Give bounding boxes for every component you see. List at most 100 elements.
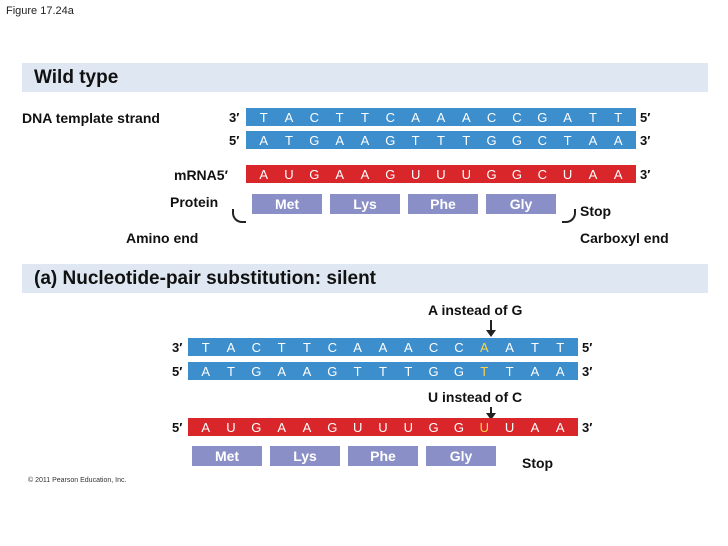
- nucleotide: U: [403, 419, 413, 435]
- nucleotide: T: [530, 339, 539, 355]
- rna-mutation-arrow: [490, 407, 492, 415]
- nucleotide: C: [309, 109, 320, 125]
- nucleotide: A: [335, 166, 344, 182]
- dna-mutation-note: A instead of G: [428, 302, 523, 318]
- copyright: © 2011 Pearson Education, Inc.: [28, 477, 127, 484]
- nucleotide: A: [530, 363, 540, 379]
- nucleotide: U: [436, 166, 446, 182]
- nucleotide: G: [428, 419, 439, 435]
- nucleotide: G: [251, 363, 262, 379]
- wt-amino-acid-met: Met: [252, 194, 322, 214]
- mut-stop-label: Stop: [522, 455, 554, 471]
- nucleotide: G: [486, 132, 497, 148]
- wt-template-left-end: 3′: [229, 110, 240, 125]
- wt-amino-acid-phe: Phe: [408, 194, 478, 214]
- nucleotide: T: [259, 109, 268, 125]
- wt-coding-left-end: 5′: [229, 133, 240, 148]
- nucleotide: G: [327, 363, 338, 379]
- nucleotide: G: [428, 363, 439, 379]
- nucleotide: T: [588, 109, 597, 125]
- nucleotide: T: [411, 132, 420, 148]
- nucleotide: A: [588, 166, 598, 182]
- carboxyl-end-label: Carboxyl end: [580, 230, 669, 246]
- nucleotide: C: [537, 132, 547, 148]
- nucleotide: A: [461, 109, 471, 125]
- nucleotide: T: [303, 339, 311, 355]
- nucleotide: A: [353, 339, 362, 355]
- nucleotide: A: [479, 339, 489, 355]
- wild-type-banner: Wild type: [22, 63, 708, 92]
- mut-mrna-right-end: 3′: [582, 420, 593, 435]
- protein-label: Protein: [170, 194, 219, 210]
- nucleotide: G: [453, 419, 464, 435]
- nucleotide: A: [259, 132, 268, 148]
- mut-template-right-end: 5′: [582, 340, 593, 355]
- nucleotide: U: [461, 166, 471, 182]
- nucleotide: U: [378, 419, 388, 435]
- nucleotide: A: [555, 363, 565, 379]
- nucleotide: T: [378, 363, 387, 379]
- mrna-label: mRNA5′: [174, 167, 228, 183]
- nucleotide: T: [404, 363, 413, 379]
- rna-mutation-note: U instead of C: [428, 389, 523, 405]
- mut-amino-acid-met: Met: [192, 446, 262, 466]
- mut-mrna-left-end: 5′: [172, 420, 183, 435]
- nucleotide: G: [251, 419, 262, 435]
- nucleotide: A: [411, 109, 420, 125]
- nucleotide: A: [555, 419, 565, 435]
- figure-label: Figure 17.24a: [6, 5, 74, 17]
- carboxyl-end-bracket: [562, 209, 576, 223]
- nucleotide: A: [403, 339, 413, 355]
- nucleotide: U: [352, 419, 363, 435]
- substitution-title: (a) Nucleotide-pair substitution: silent: [34, 268, 377, 289]
- nucleotide: T: [614, 109, 623, 125]
- wt-template-right-end: 5′: [640, 110, 651, 125]
- nucleotide: T: [285, 132, 293, 148]
- nucleotide: A: [360, 132, 370, 148]
- mrna-label-text: mRNA: [174, 167, 217, 183]
- mut-template-left-end: 3′: [172, 340, 183, 355]
- nucleotide: C: [454, 339, 464, 355]
- nucleotide: A: [201, 363, 210, 379]
- mut-amino-acid-gly: Gly: [426, 446, 496, 466]
- nucleotide: C: [428, 339, 439, 355]
- nucleotide: U: [562, 166, 573, 182]
- nucleotide: A: [530, 419, 540, 435]
- nucleotide: U: [504, 419, 515, 435]
- dna-mutation-arrowhead: [486, 330, 496, 337]
- nucleotide: G: [511, 132, 522, 148]
- amino-end-label: Amino end: [126, 230, 199, 246]
- nucleotide: A: [226, 339, 236, 355]
- nucleotide: T: [436, 132, 445, 148]
- dna-mutation-arrow: [490, 320, 492, 332]
- wt-amino-acid-gly: Gly: [486, 194, 556, 214]
- nucleotide: A: [259, 166, 268, 182]
- nucleotide: U: [410, 166, 421, 182]
- nucleotide: U: [479, 419, 489, 435]
- mut-amino-acid-phe: Phe: [348, 446, 418, 466]
- nucleotide: A: [360, 166, 370, 182]
- nucleotide: G: [309, 132, 320, 148]
- nucleotide: C: [537, 166, 547, 182]
- nucleotide: C: [385, 109, 395, 125]
- nucleotide: A: [277, 363, 286, 379]
- nucleotide: T: [353, 363, 362, 379]
- nucleotide: A: [302, 363, 312, 379]
- nucleotide: U: [226, 419, 236, 435]
- nucleotide: T: [556, 339, 565, 355]
- wt-coding-right-end: 3′: [640, 133, 651, 148]
- nucleotide: T: [361, 109, 369, 125]
- nucleotide: T: [335, 109, 344, 125]
- nucleotide: G: [537, 109, 548, 125]
- nucleotide: A: [201, 419, 210, 435]
- nucleotide: G: [385, 132, 396, 148]
- nucleotide: A: [563, 109, 572, 125]
- dna-template-label: DNA template strand: [22, 110, 160, 126]
- substitution-banner: (a) Nucleotide-pair substitution: silent: [22, 264, 708, 293]
- nucleotide: A: [284, 109, 294, 125]
